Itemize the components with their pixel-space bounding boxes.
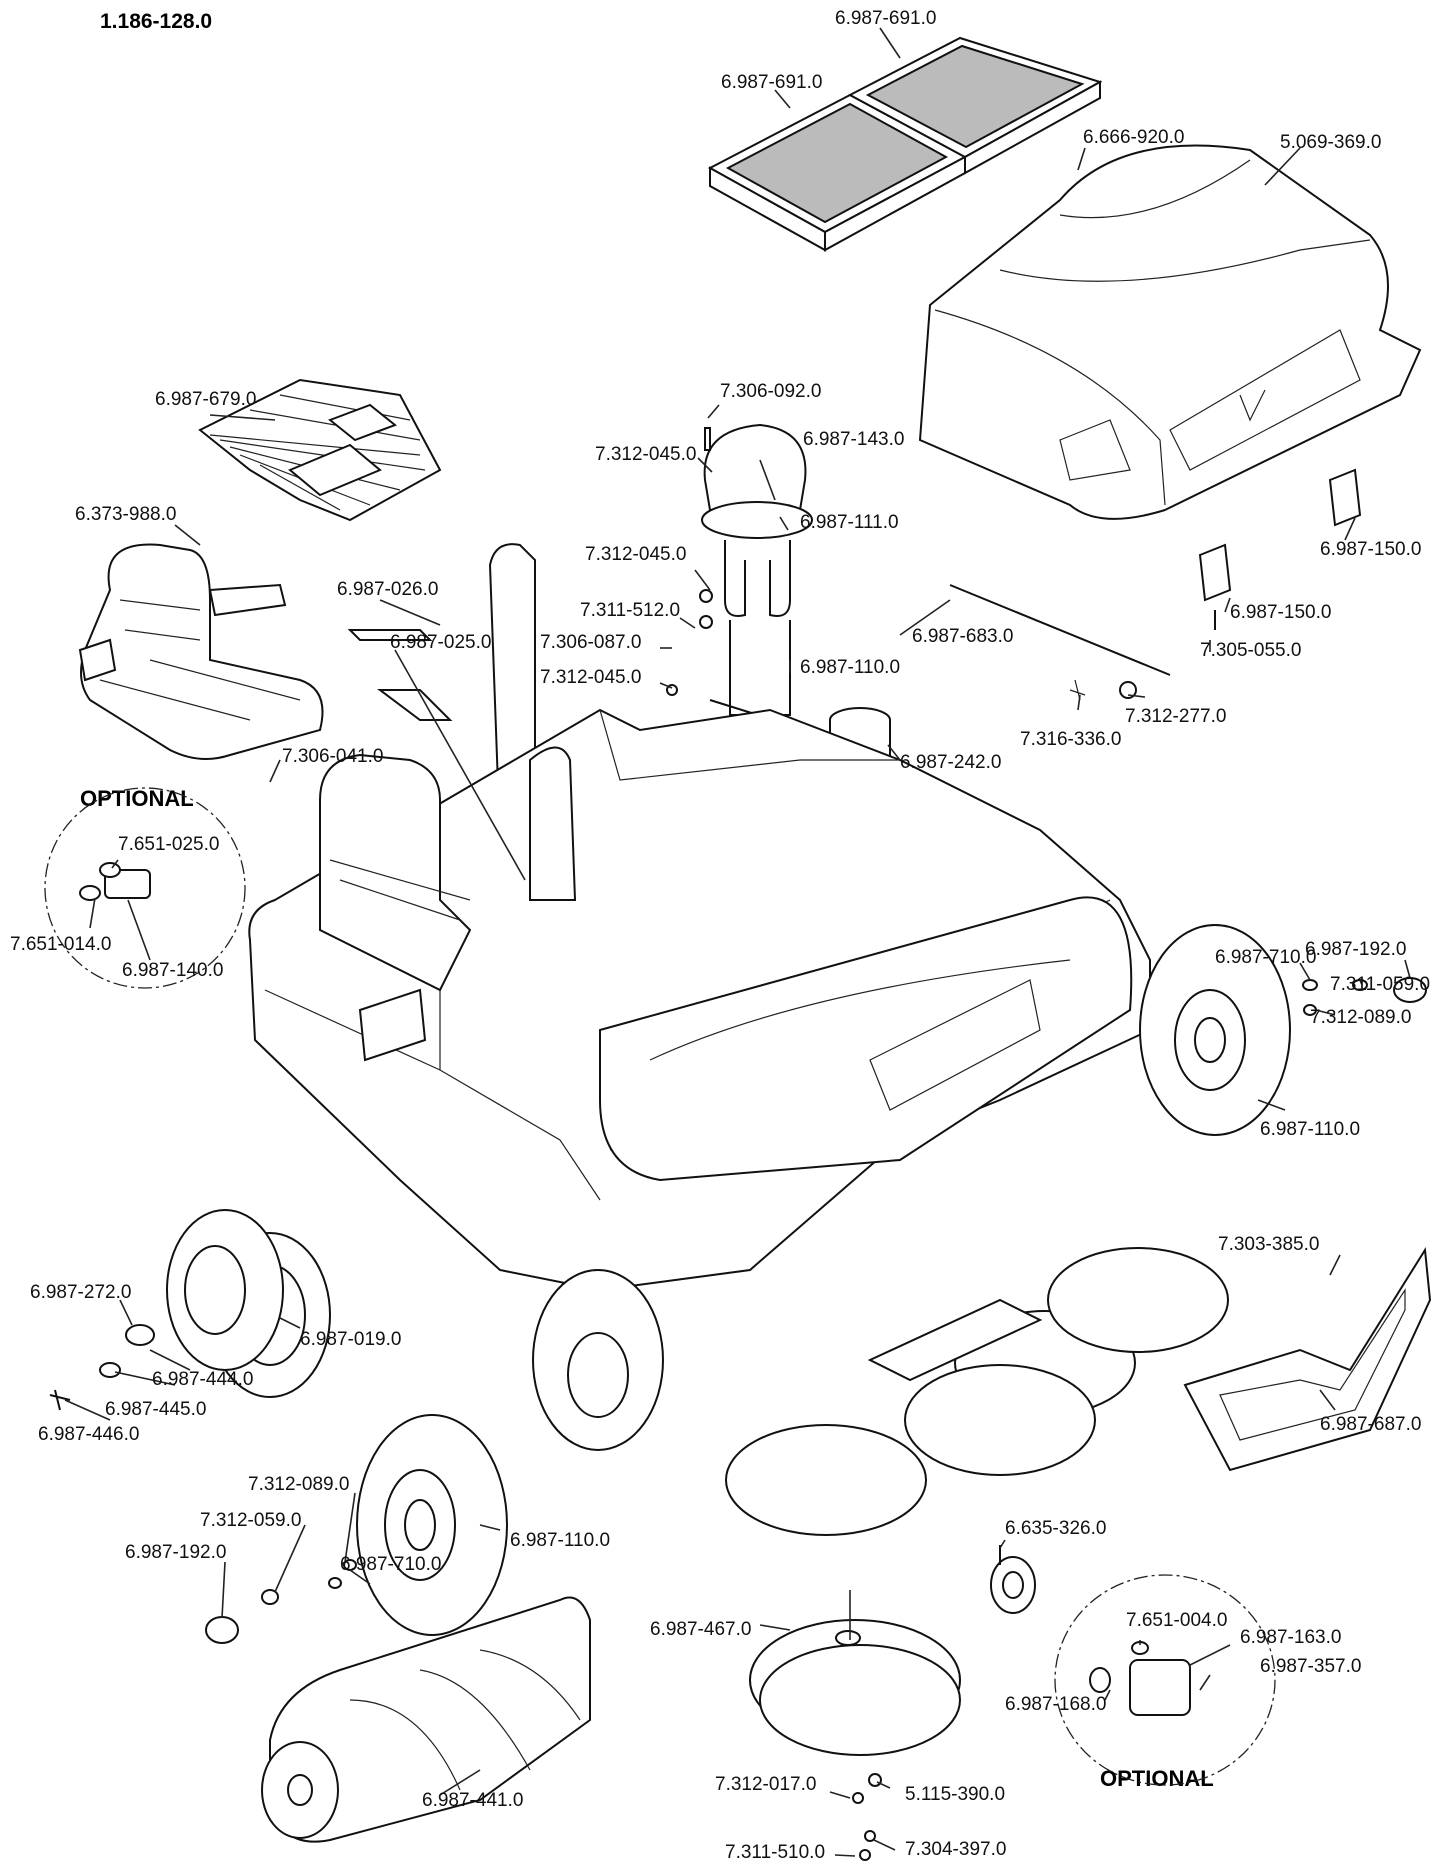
machine-body — [248, 708, 1151, 1292]
part-label: 6.987-025.0 — [390, 632, 491, 653]
seat — [78, 543, 324, 760]
optional-note-top: OPTIONAL — [80, 786, 194, 811]
beacon-mount — [666, 423, 813, 726]
part-label: 7.316-336.0 — [1020, 729, 1121, 750]
brush-disc — [749, 1590, 961, 1861]
optional-light-bottom — [1054, 1574, 1276, 1786]
part-label: 7.651-025.0 — [118, 834, 219, 855]
part-label: 7.306-041.0 — [282, 746, 383, 767]
part-label: 6.987-192.0 — [1305, 939, 1406, 960]
part-label: 6.987-445.0 — [105, 1399, 206, 1420]
part-label: 6.987-110.0 — [1260, 1119, 1360, 1140]
part-label: 7.312-045.0 — [540, 667, 641, 688]
part-label: 6.987-272.0 — [30, 1282, 131, 1303]
wheel-right — [1139, 924, 1427, 1136]
filter-panels — [707, 36, 1103, 252]
part-label: 6.987-683.0 — [912, 626, 1013, 647]
part-label: 7.312-059.0 — [200, 1510, 301, 1531]
part-label: 6.987-110.0 — [510, 1530, 610, 1551]
part-label: 6.987-110.0 — [800, 657, 900, 678]
part-label: 6.987-441.0 — [422, 1790, 523, 1811]
part-label: 6.373-988.0 — [75, 504, 176, 525]
optional-note-bottom: OPTIONAL — [1100, 1766, 1214, 1791]
side-brushes — [725, 1247, 1229, 1536]
part-label: 7.306-087.0 — [540, 632, 641, 653]
rear-wheel — [49, 1209, 284, 1411]
hinges — [1198, 468, 1362, 630]
part-label: 7.312-045.0 — [585, 544, 686, 565]
part-label: 6.987-163.0 — [1240, 1627, 1341, 1648]
part-label: 7.651-004.0 — [1126, 1610, 1227, 1631]
part-label: 6.987-026.0 — [337, 579, 438, 600]
part-label: 6.666-920.0 — [1083, 127, 1184, 148]
hood-cover — [918, 144, 1422, 520]
part-label: 7.311-059.0 — [1330, 974, 1430, 995]
part-label: 7.305-055.0 — [1200, 640, 1301, 661]
part-label: 7.312-045.0 — [595, 444, 696, 465]
horn-disk — [990, 1545, 1036, 1614]
roller-brush — [261, 1596, 591, 1843]
floor-mat — [198, 378, 442, 522]
part-label: 6.987-679.0 — [155, 389, 256, 410]
part-label: 6.987-691.0 — [721, 72, 822, 93]
part-label: 6.987-111.0 — [800, 512, 899, 533]
part-label: 6.987-446.0 — [38, 1424, 139, 1445]
assembly-number: 1.186-128.0 — [100, 10, 212, 33]
part-label: 7.312-089.0 — [1310, 1007, 1411, 1028]
part-label: 6.987-192.0 — [125, 1542, 226, 1563]
part-label: 6.987-140.0 — [122, 960, 223, 981]
part-label: 7.311-512.0 — [580, 600, 680, 621]
leader-lines — [64, 27, 1411, 1857]
part-label: 6.987-444.0 — [152, 1369, 253, 1390]
part-label: 7.312-277.0 — [1125, 706, 1226, 727]
part-label: 6.987-242.0 — [900, 752, 1001, 773]
part-label: 6.987-710.0 — [1215, 947, 1316, 968]
part-label: 6.987-019.0 — [300, 1329, 401, 1350]
part-label: 5.115-390.0 — [905, 1784, 1005, 1805]
part-label: 7.312-017.0 — [715, 1774, 816, 1795]
part-label: 6.987-150.0 — [1230, 602, 1331, 623]
part-label: 6.987-143.0 — [803, 429, 904, 450]
part-label: 5.069-369.0 — [1280, 132, 1381, 153]
part-label: 6.987-691.0 — [835, 8, 936, 29]
part-label: 6.635-326.0 — [1005, 1518, 1106, 1539]
part-label: 6.987-687.0 — [1320, 1414, 1421, 1435]
part-label: 7.651-014.0 — [10, 934, 111, 955]
part-labels: 6.987-691.0 6.987-691.0 6.666-920.0 5.06… — [10, 8, 1430, 1863]
part-label: 7.303-385.0 — [1218, 1234, 1319, 1255]
part-label: 7.304-397.0 — [905, 1839, 1006, 1860]
part-label: 6.987-467.0 — [650, 1619, 751, 1640]
part-label: 7.312-089.0 — [248, 1474, 349, 1495]
part-label: 6.987-168.0 — [1005, 1694, 1106, 1715]
wheel-left — [205, 1414, 508, 1644]
front-bumper — [1183, 1246, 1432, 1472]
part-label: 7.306-092.0 — [720, 381, 821, 402]
part-label: 6.987-357.0 — [1260, 1656, 1361, 1677]
part-label: 7.311-510.0 — [725, 1842, 825, 1863]
part-label: 6.987-710.0 — [340, 1554, 441, 1575]
part-label: 6.987-150.0 — [1320, 539, 1421, 560]
optional-light-top — [44, 787, 246, 989]
tie-rod — [949, 584, 1171, 701]
